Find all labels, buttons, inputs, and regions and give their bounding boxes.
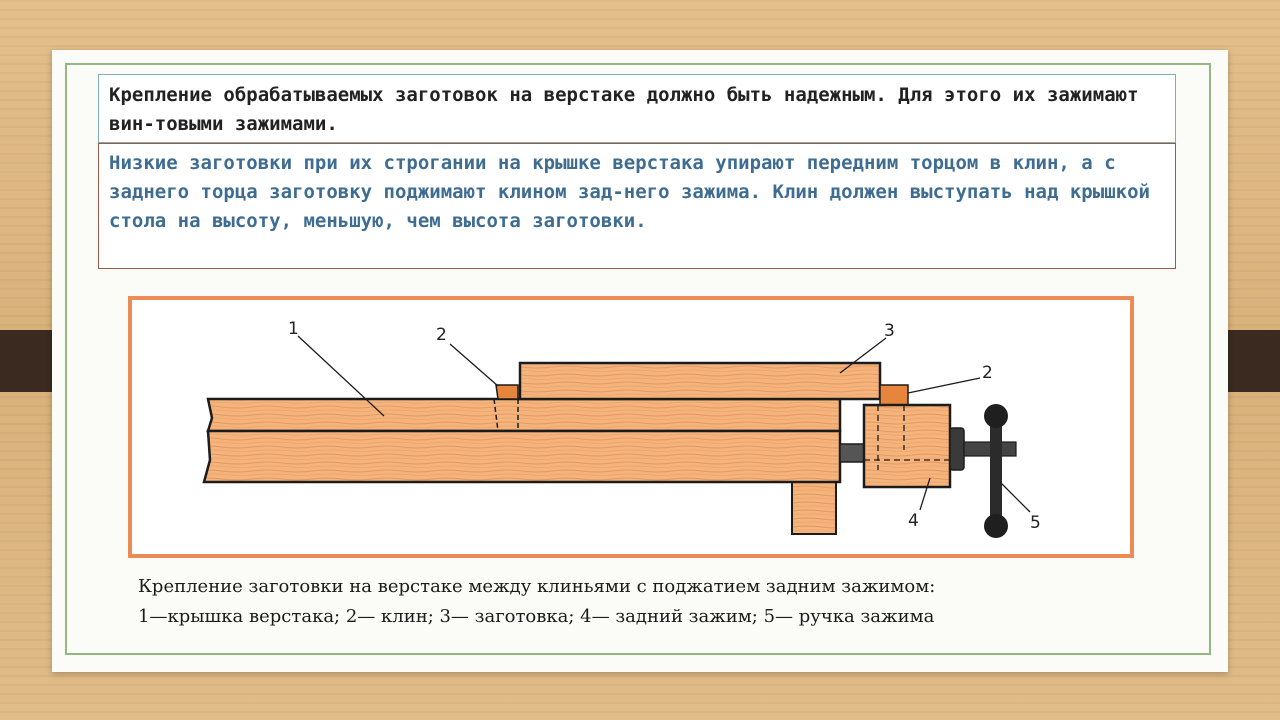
figure-caption: Крепление заготовки на верстаке между кл… (138, 572, 1198, 632)
workbench-diagram: 1 2 3 2 4 5 (128, 296, 1134, 558)
workpiece (520, 363, 880, 399)
screw-flange (950, 428, 964, 470)
rear-wedge (880, 385, 908, 405)
intro-text: Крепление обрабатываемых заготовок на ве… (109, 81, 1165, 139)
workbench-diagram-svg: 1 2 3 2 4 5 (132, 300, 1130, 554)
clamp-handle-top-knob (984, 404, 1008, 428)
intro-text-box: Крепление обрабатываемых заготовок на ве… (98, 74, 1176, 143)
label-5: 5 (1030, 513, 1041, 533)
front-wedge (496, 385, 518, 399)
clamp-handle (990, 418, 1002, 522)
slide-card: Крепление обрабатываемых заготовок на ве… (52, 50, 1228, 672)
bench-leg (792, 482, 836, 534)
bench-top-lower (204, 431, 840, 482)
caption-line-1: Крепление заготовки на верстаке между кл… (138, 572, 1198, 602)
screw-rod (840, 444, 864, 462)
bench-top-upper (208, 399, 840, 431)
label-3: 3 (884, 321, 895, 341)
label-2-rear: 2 (982, 363, 993, 383)
label-4: 4 (908, 511, 919, 531)
detail-text-box: Низкие заготовки при их строгании на кры… (98, 143, 1176, 269)
label-2-front: 2 (436, 325, 447, 345)
rear-clamp (864, 405, 950, 487)
label-1: 1 (288, 319, 299, 339)
clamp-handle-bottom-knob (984, 514, 1008, 538)
caption-line-2: 1—крышка верстака; 2— клин; 3— заготовка… (138, 602, 1198, 632)
detail-text: Низкие заготовки при их строгании на кры… (109, 149, 1165, 236)
